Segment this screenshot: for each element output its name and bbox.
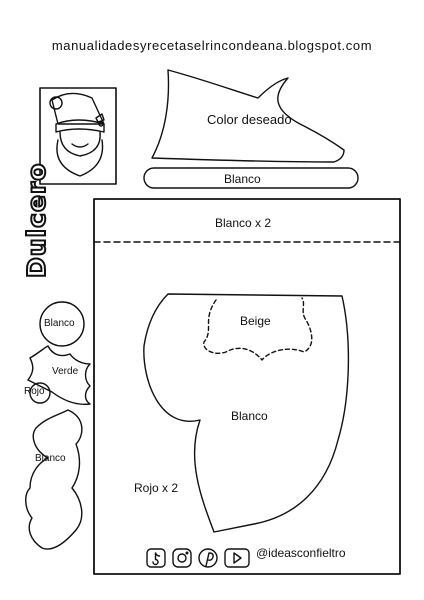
pinterest-icon <box>198 548 218 568</box>
holly-berry-piece <box>29 382 51 404</box>
holly-leaf-label: Verde <box>52 366 79 377</box>
instagram-icon <box>172 548 192 568</box>
beard-label: Blanco <box>231 409 268 423</box>
hat-label: Color deseado <box>207 112 292 127</box>
board-label: Rojo x 2 <box>134 481 179 495</box>
tiktok-icon <box>146 548 166 568</box>
small-beard-label: Blanco <box>35 453 66 464</box>
face-label: Beige <box>240 314 271 328</box>
pompom-piece <box>39 301 85 347</box>
band-piece <box>143 167 359 189</box>
santa-thumbnail <box>39 87 117 185</box>
holly-berry-label: Rojo <box>24 386 45 397</box>
board-outline <box>93 198 401 575</box>
face-piece <box>203 297 313 361</box>
youtube-icon <box>224 548 250 568</box>
holly-leaf-piece <box>27 345 91 406</box>
board-top-label: Blanco x 2 <box>215 216 272 230</box>
blog-url: manualidadesyrecetaselrincondeana.blogsp… <box>51 38 373 53</box>
small-beard-piece <box>25 409 83 550</box>
band-label: Blanco <box>224 172 261 186</box>
pompom-label: Blanco <box>44 318 75 329</box>
hat-piece <box>151 69 345 163</box>
social-handle: @ideasconfieltro <box>256 546 346 560</box>
pattern-title: Dulcero <box>21 162 52 279</box>
beard-piece <box>143 293 350 533</box>
